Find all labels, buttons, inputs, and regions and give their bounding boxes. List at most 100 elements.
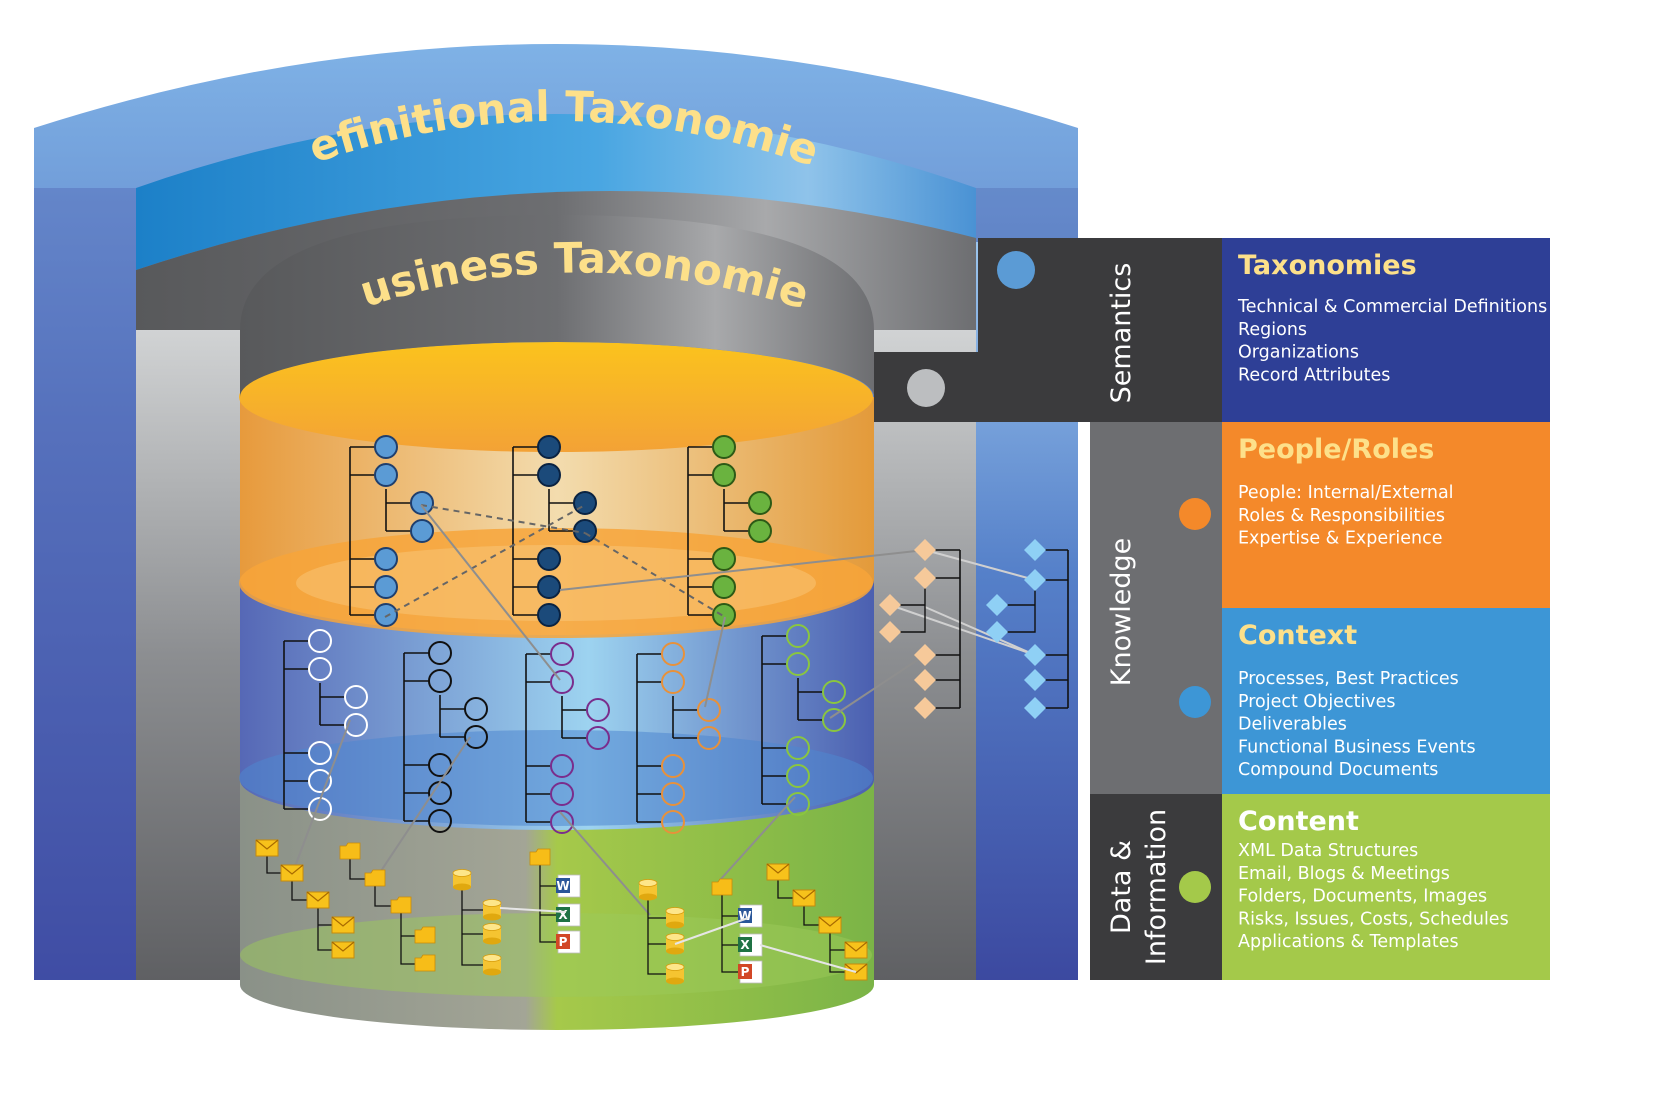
powerpoint-doc-icon: P — [556, 930, 581, 954]
word-doc-icon: W — [556, 874, 581, 898]
semantics-blue-dot — [997, 251, 1035, 289]
relationship-links — [289, 504, 1036, 916]
circle-node-icon — [697, 698, 721, 722]
taxonomy-tree — [403, 641, 488, 833]
panel-background — [1222, 608, 1550, 794]
database-icon — [482, 923, 502, 945]
diamond-node-icon — [1024, 669, 1046, 691]
folder-icon — [414, 954, 436, 972]
circle-node-icon — [550, 810, 574, 834]
relationship-link — [674, 917, 749, 945]
diamond-node-icon — [1024, 569, 1046, 591]
panel-title: People/Roles — [1238, 434, 1434, 465]
taxonomy-tree — [636, 642, 721, 834]
relationship-link — [499, 907, 567, 913]
circle-node-icon — [712, 463, 736, 487]
diamond-node-icon — [914, 644, 936, 666]
svg-text:P: P — [741, 965, 750, 979]
envelope-icon — [844, 941, 868, 959]
circle-node-icon — [537, 435, 561, 459]
circle-node-icon — [786, 652, 810, 676]
circle-node-icon — [464, 697, 488, 721]
database-icon — [665, 907, 685, 929]
circle-node-icon — [822, 708, 846, 732]
circle-node-icon — [374, 463, 398, 487]
panel-background — [1222, 794, 1550, 980]
database-icon — [452, 869, 472, 891]
panel-background — [1222, 238, 1550, 422]
envelope-icon — [818, 916, 842, 934]
circle-node-icon — [712, 575, 736, 599]
circle-node-icon — [537, 575, 561, 599]
circle-node-icon — [748, 519, 772, 543]
circle-node-icon — [661, 754, 685, 778]
circle-node-icon — [308, 657, 332, 681]
circle-node-icon — [550, 642, 574, 666]
envelope-icon — [766, 863, 790, 881]
semantics-sidebar: Semantics — [874, 238, 1222, 422]
circle-node-icon — [573, 491, 597, 515]
diamond-node-icon — [914, 669, 936, 691]
circle-node-icon — [550, 754, 574, 778]
taxonomy-trees — [283, 435, 846, 834]
database-icon — [482, 954, 502, 976]
panel-item: Applications & Templates — [1238, 932, 1459, 952]
tree-branch — [461, 880, 492, 966]
panel-dot — [1179, 686, 1211, 718]
relationship-link — [374, 736, 471, 881]
taxonomy-tree — [349, 435, 434, 627]
database-icon — [482, 899, 502, 921]
circle-node-icon — [374, 575, 398, 599]
circle-node-icon — [308, 741, 332, 765]
circle-node-icon — [786, 792, 810, 816]
taxonomy-tree — [761, 624, 846, 816]
envelope-icon — [331, 916, 355, 934]
circle-node-icon — [661, 782, 685, 806]
folder-icon — [529, 848, 551, 866]
taxonomy-tree — [512, 435, 597, 627]
envelope-icon — [331, 941, 355, 959]
panel-background — [1222, 422, 1550, 608]
panel-title: Context — [1238, 620, 1357, 651]
circle-node-icon — [410, 519, 434, 543]
svg-text:W: W — [556, 879, 569, 893]
excel-doc-icon: X — [556, 903, 581, 927]
blue-right-column — [976, 242, 1078, 980]
relationship-link — [584, 532, 726, 618]
panel-item: Deliverables — [1238, 715, 1347, 735]
circle-node-icon — [374, 435, 398, 459]
relationship-link — [704, 616, 726, 708]
panel-item: Regions — [1238, 320, 1307, 340]
circle-node-icon — [308, 629, 332, 653]
diamond-node-icon — [914, 697, 936, 719]
knowledge-bar — [1090, 422, 1222, 794]
relationship-link — [924, 549, 1036, 581]
cylinder-dome — [240, 215, 874, 397]
diamond-node-icon — [986, 621, 1008, 643]
gray-left-column — [136, 330, 240, 980]
circle-node-icon — [786, 736, 810, 760]
panel-item: Technical & Commercial Definitions — [1237, 297, 1547, 317]
semantics-gray-dot — [907, 369, 945, 407]
diamond-node-icon — [879, 594, 901, 616]
cylinder-top — [239, 342, 873, 452]
database-icon — [665, 963, 685, 985]
tree-branch — [997, 580, 1036, 633]
folder-icon — [364, 869, 386, 887]
folder-icon — [339, 842, 361, 860]
relationship-link — [420, 504, 586, 534]
diamond-node-icon — [914, 567, 936, 589]
circle-node-icon — [712, 435, 736, 459]
panel-item: Risks, Issues, Costs, Schedules — [1238, 909, 1509, 929]
semantics-label: Semantics — [1106, 263, 1137, 404]
arch-left-pillar — [34, 188, 136, 980]
panel-title: Taxonomies — [1238, 250, 1417, 281]
diamond-node-icon — [986, 594, 1008, 616]
folder-icon — [711, 878, 733, 896]
envelope-icon — [255, 839, 279, 857]
panel-item: Folders, Documents, Images — [1238, 887, 1487, 907]
diamond-node-icon — [1024, 697, 1046, 719]
